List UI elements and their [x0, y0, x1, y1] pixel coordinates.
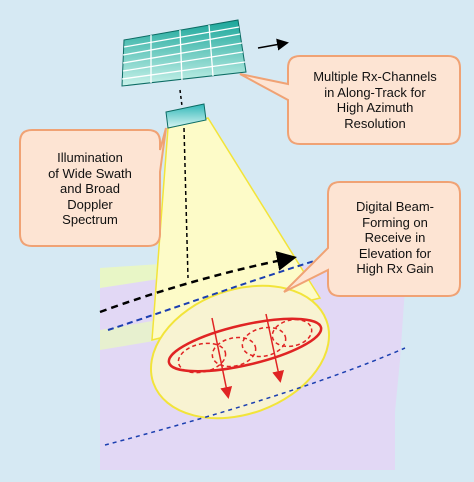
antenna-array [121, 19, 247, 87]
flight-direction-arrow [257, 38, 289, 51]
callout-rx-channels-box [239, 55, 461, 145]
elevation-beam-outline [167, 317, 323, 373]
callout-beamforming-text: Digital Beam- Forming on Receive in Elev… [355, 199, 435, 276]
sub-beam-4 [271, 318, 313, 348]
transmit-antenna [165, 103, 207, 129]
callout-beamforming-box [283, 181, 461, 297]
sub-beam-2 [211, 336, 257, 368]
sub-beam-1 [177, 342, 227, 374]
antenna-feed-link [179, 89, 183, 107]
callout-illumination-box [19, 127, 167, 247]
sub-beam-3 [241, 326, 287, 358]
callout-illumination-text: Illumination of Wide Swath and Broad Dop… [48, 150, 132, 227]
callout-rx-channels-text: Multiple Rx-Channels in Along-Track for … [313, 69, 437, 131]
beam-arrow-right [265, 313, 285, 383]
beam-arrow-left [211, 317, 233, 399]
ground-track-arrow [99, 251, 297, 314]
